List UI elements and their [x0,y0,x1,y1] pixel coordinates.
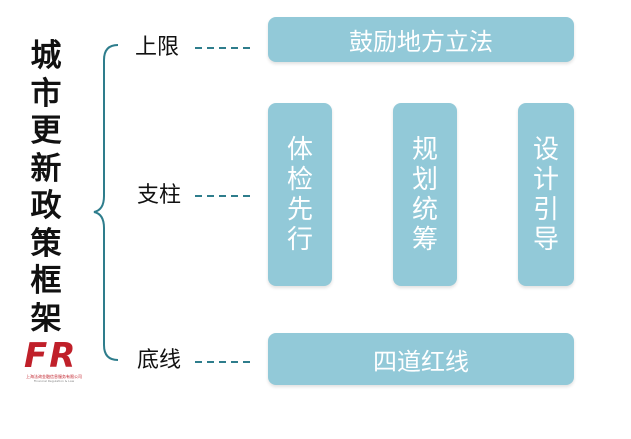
pillar-2: 规 划 统 筹 [393,103,457,286]
pillar-char: 引 [532,194,559,225]
title-char: 城 [30,38,62,74]
title-char: 架 [30,300,62,337]
middle-level-label: 支柱 [137,183,182,208]
top-box-text: 鼓励地方立法 [349,28,493,56]
title-char: 更 [30,113,62,149]
title-char: 新 [30,150,62,187]
title-char: 政 [30,188,62,224]
top-level-label: 上限 [135,35,180,60]
title-char: 策 [30,225,62,262]
title-char: 市 [30,75,62,112]
pillar-char: 筹 [411,224,438,255]
curly-brace [93,44,119,361]
title-char: 框 [30,263,62,299]
logo-mark: FR [24,336,78,376]
pillar-char: 检 [286,164,313,195]
company-logo: FR 上海法询金融信息服务有限公司 Financial Regulation &… [18,338,90,383]
pillar-char: 设 [532,134,559,165]
bottom-box-text: 四道红线 [373,347,469,376]
top-box: 鼓励地方立法 [268,17,574,62]
pillar-1: 体 检 先 行 [268,103,332,286]
pillar-char: 体 [286,134,313,165]
pillar-char: 统 [411,194,438,225]
logo-company-name: 上海法询金融信息服务有限公司 [26,374,82,379]
logo-tagline: Financial Regulation & Law [33,379,75,383]
pillar-char: 计 [532,164,559,195]
pillar-char: 行 [286,224,313,255]
pillar-3: 设 计 引 导 [518,103,574,286]
pillar-char: 先 [286,194,313,225]
vertical-title: 城 市 更 新 政 策 框 架 [26,38,66,338]
pillar-char: 导 [532,224,559,255]
bottom-box: 四道红线 [268,333,574,385]
pillar-char: 划 [411,164,438,195]
pillar-char: 规 [411,134,438,165]
bottom-level-label: 底线 [137,348,182,373]
